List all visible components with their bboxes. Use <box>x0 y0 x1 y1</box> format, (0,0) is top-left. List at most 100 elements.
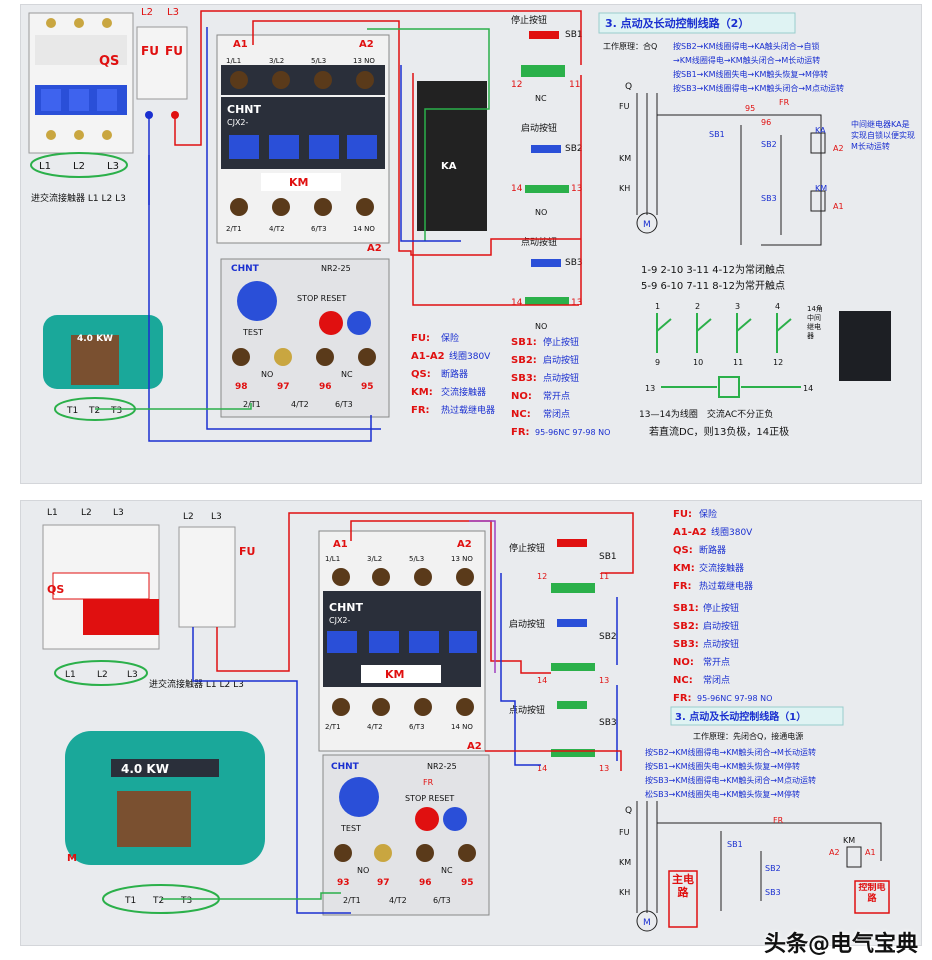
top-term-1: 1/L1 <box>226 57 241 65</box>
b-coil-a2-top: A2 <box>457 539 472 550</box>
b-bot-term-14: 14 NO <box>451 723 473 731</box>
legend-v-1: 线圈380V <box>449 350 491 362</box>
b-thermal-out-3: 6/T3 <box>433 896 451 905</box>
b-legend-k-5: SB1: <box>673 603 699 614</box>
sch-km: KM <box>619 154 631 163</box>
b-sb1-right: 11 <box>599 572 609 581</box>
legend-k-2: QS: <box>411 369 431 380</box>
relay-photo <box>839 311 891 381</box>
b-thermal-fr: FR <box>423 778 434 787</box>
sb1-left: 12 <box>511 80 522 90</box>
b-schematic: 3. 点动及长动控制线路（1） 工作原理：先闭合Q，接通电源 按SB2→KM线圈… <box>619 706 890 932</box>
b-breaker-top-l1: L1 <box>47 508 58 518</box>
sb3-code: SB3 <box>565 258 583 268</box>
b-bot-term-4: 4/T2 <box>367 723 383 731</box>
pin-14: 14 <box>803 384 813 393</box>
pin-13: 13 <box>645 384 655 393</box>
b-legend-k-8: NO: <box>673 657 694 668</box>
sb1-title: 停止按钮 <box>511 14 547 26</box>
legend-v-0: 保险 <box>441 332 459 344</box>
b-sch-line-2: 按SB3→KM线圈得电→KM触头闭合→M点动运转 <box>645 775 816 785</box>
b-thermal-stop-reset: STOP RESET <box>405 794 454 803</box>
b-legend-k-0: FU: <box>673 509 692 520</box>
b-legend-k-3: KM: <box>673 563 695 574</box>
fuse-fu: L2 L3 FU FU <box>136 7 188 119</box>
thermal-out-1: 2/T1 <box>243 400 261 409</box>
b-sch-a2: A2 <box>829 848 840 857</box>
b-sch-fu: FU <box>619 828 630 837</box>
b-sch-m: M <box>643 918 651 928</box>
b-breaker-label: QS <box>47 583 64 596</box>
b-sb1-title: 停止按钮 <box>509 542 545 554</box>
legend2-v-1: 启动按钮 <box>543 354 579 366</box>
b-sb2-left: 14 <box>537 676 547 685</box>
thermal-term-95: 95 <box>361 382 374 392</box>
b-sch-fr: FR <box>773 816 784 825</box>
b-thermal-no: NO <box>357 866 369 875</box>
relay-ka: KA <box>417 81 487 231</box>
b-legend-v-2: 断路器 <box>699 544 726 556</box>
b-sch-line-0: 按SB2→KM线圈得电→KM触头闭合→M长动运转 <box>645 747 816 757</box>
b-coil-a1: A1 <box>333 539 348 550</box>
b-thermal-nc: NC <box>441 866 453 875</box>
relay-contacts-sketch <box>656 313 801 398</box>
sch-sb2: SB2 <box>761 140 777 149</box>
b-main-circuit: 主电路 <box>672 873 694 899</box>
watermark: 头条@电气宝典 <box>763 932 918 957</box>
b-bot-term-2: 2/T1 <box>325 723 341 731</box>
contacts-no: 5-9 6-10 7-11 8-12为常开触点 <box>641 279 785 292</box>
legend2-k-5: FR: <box>511 427 530 438</box>
b-thermal-term-96: 96 <box>419 878 432 888</box>
sch-a2: A2 <box>833 144 844 153</box>
legend2-k-3: NO: <box>511 391 532 402</box>
sch-fu: FU <box>619 102 630 111</box>
top-schematic: 3. 点动及长动控制线路（2） 工作原理：合Q 按SB2→KM线圈得电→KA触头… <box>598 12 915 438</box>
sch-ka: KA <box>815 126 826 135</box>
b-legend-v-4: 热过载继电器 <box>699 580 753 592</box>
relay-caption: 14角中间继电器 <box>807 305 823 340</box>
legend2-v-4: 常闭点 <box>543 408 570 420</box>
b-sb2-code: SB2 <box>599 632 617 642</box>
fuse-label-2: FU <box>165 44 183 58</box>
contactor-model: CJX2- <box>227 118 249 127</box>
b-top-term-5: 5/L3 <box>409 555 424 563</box>
button-sb2: 启动按钮 SB2 14 13 NO <box>511 122 583 217</box>
b-sb2-right: 13 <box>599 676 609 685</box>
bottom-diagram: L1 L2 L3 QS L1 L2 L3 进交流接触器 L1 L2 L3 L2 … <box>42 508 890 932</box>
b-sb1-code: SB1 <box>599 552 617 562</box>
b-legend-v-8: 常开点 <box>703 656 730 668</box>
b-legend-k-9: NC: <box>673 675 693 686</box>
b-motor-power: 4.0 KW <box>121 762 169 776</box>
legend2-k-4: NC: <box>511 409 531 420</box>
b-legend-k-6: SB2: <box>673 621 699 632</box>
breaker-caption: 进交流接触器 L1 L2 L3 <box>31 192 126 204</box>
b-sb2-title: 启动按钮 <box>509 618 545 630</box>
legend-k-3: KM: <box>411 387 433 398</box>
contactor-brand: CHNT <box>227 103 261 116</box>
sb2-title: 启动按钮 <box>521 122 557 134</box>
b-sch-a1: A1 <box>865 848 876 857</box>
top-diagram: QS L1 L2 L3 进交流接触器 L1 L2 L3 L2 L3 FU FU … <box>28 7 915 442</box>
b-motor-label: M <box>67 853 77 864</box>
top-term-13: 13 NO <box>353 57 375 65</box>
bottom-wiring-panel: L1 L2 L3 QS L1 L2 L3 进交流接触器 L1 L2 L3 L2 … <box>20 500 922 946</box>
b-thermal-test: TEST <box>340 824 361 833</box>
fuse-term-l2: L2 <box>141 7 153 18</box>
b-fuse-label: FU <box>239 545 255 558</box>
b-legend-k-2: QS: <box>673 545 693 556</box>
legend2-k-2: SB3: <box>511 373 537 384</box>
schematic-principle: 工作原理：合Q <box>603 41 657 51</box>
pin-11: 11 <box>733 358 743 367</box>
legend-v-2: 断路器 <box>441 368 468 380</box>
b-legend-v-9: 常闭点 <box>703 674 730 686</box>
breaker-label: QS <box>99 54 119 69</box>
b-control-circuit: 控制电路 <box>858 883 886 904</box>
sch-95: 95 <box>745 104 755 113</box>
b-legend-v-5: 停止按钮 <box>703 602 739 614</box>
bot-term-2: 2/T1 <box>226 225 242 233</box>
schematic-line-0: 按SB2→KM线圈得电→KA触头闭合→自锁 <box>673 41 820 51</box>
coil-a1: A1 <box>233 39 248 50</box>
b-breaker-l3: L3 <box>127 670 138 680</box>
b-schematic-principle: 工作原理：先闭合Q，接通电源 <box>693 731 803 741</box>
b-sb3-title: 点动按钮 <box>509 704 545 716</box>
